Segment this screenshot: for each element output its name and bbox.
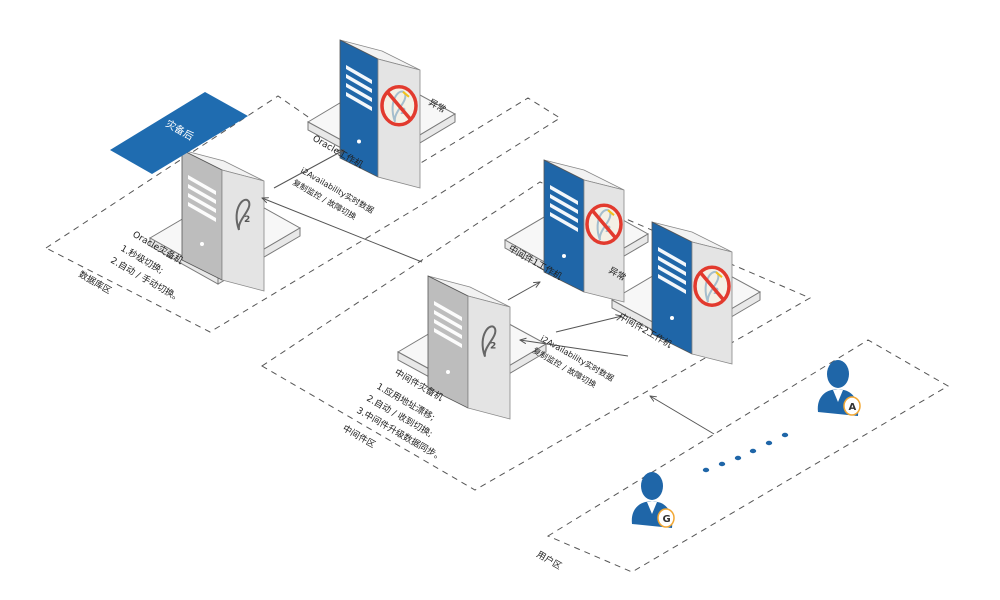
server-mw1: 2 xyxy=(543,159,625,303)
user-icon-right: A xyxy=(817,360,861,416)
database-zone-boundary xyxy=(45,95,561,333)
failure-prohibited-icon xyxy=(380,85,418,127)
svg-text:2: 2 xyxy=(490,342,496,352)
middleware-zone-boundary xyxy=(261,181,812,491)
failure-prohibited-icon xyxy=(585,203,623,245)
user-icon-left: G xyxy=(631,472,675,528)
arrow-to-mw2 xyxy=(555,316,622,333)
server-oracle-backup: 2 xyxy=(181,149,265,292)
after-dr-banner: 灾备后 xyxy=(110,92,248,174)
user-ellipsis-dots xyxy=(702,432,789,473)
svg-text:2: 2 xyxy=(244,215,250,225)
i2-logo-icon: 2 xyxy=(481,325,497,358)
label-users-zone: 用户区 xyxy=(535,548,564,572)
users-zone-boundary xyxy=(546,339,949,573)
arrows xyxy=(262,150,715,435)
i2-logo-icon: 2 xyxy=(235,198,251,231)
arrow-to-oracle-backup xyxy=(262,198,423,263)
server-mw2: 2 xyxy=(651,221,733,365)
arrow-to-oracle-work xyxy=(273,150,344,189)
user-badge-letter: A xyxy=(849,402,857,413)
label-database-zone: 数据库区 xyxy=(77,268,114,296)
user-badge-letter: G xyxy=(663,514,671,525)
arrow-users-to-middleware xyxy=(650,396,715,435)
label-middleware-zone: 中间件区 xyxy=(341,422,378,450)
arrow-to-mw1 xyxy=(507,282,540,301)
arrow-to-mw-backup xyxy=(520,340,629,357)
server-oracle-work: 2 xyxy=(339,39,421,189)
server-mw-backup: 2 xyxy=(427,275,511,420)
failure-prohibited-icon xyxy=(693,265,731,307)
